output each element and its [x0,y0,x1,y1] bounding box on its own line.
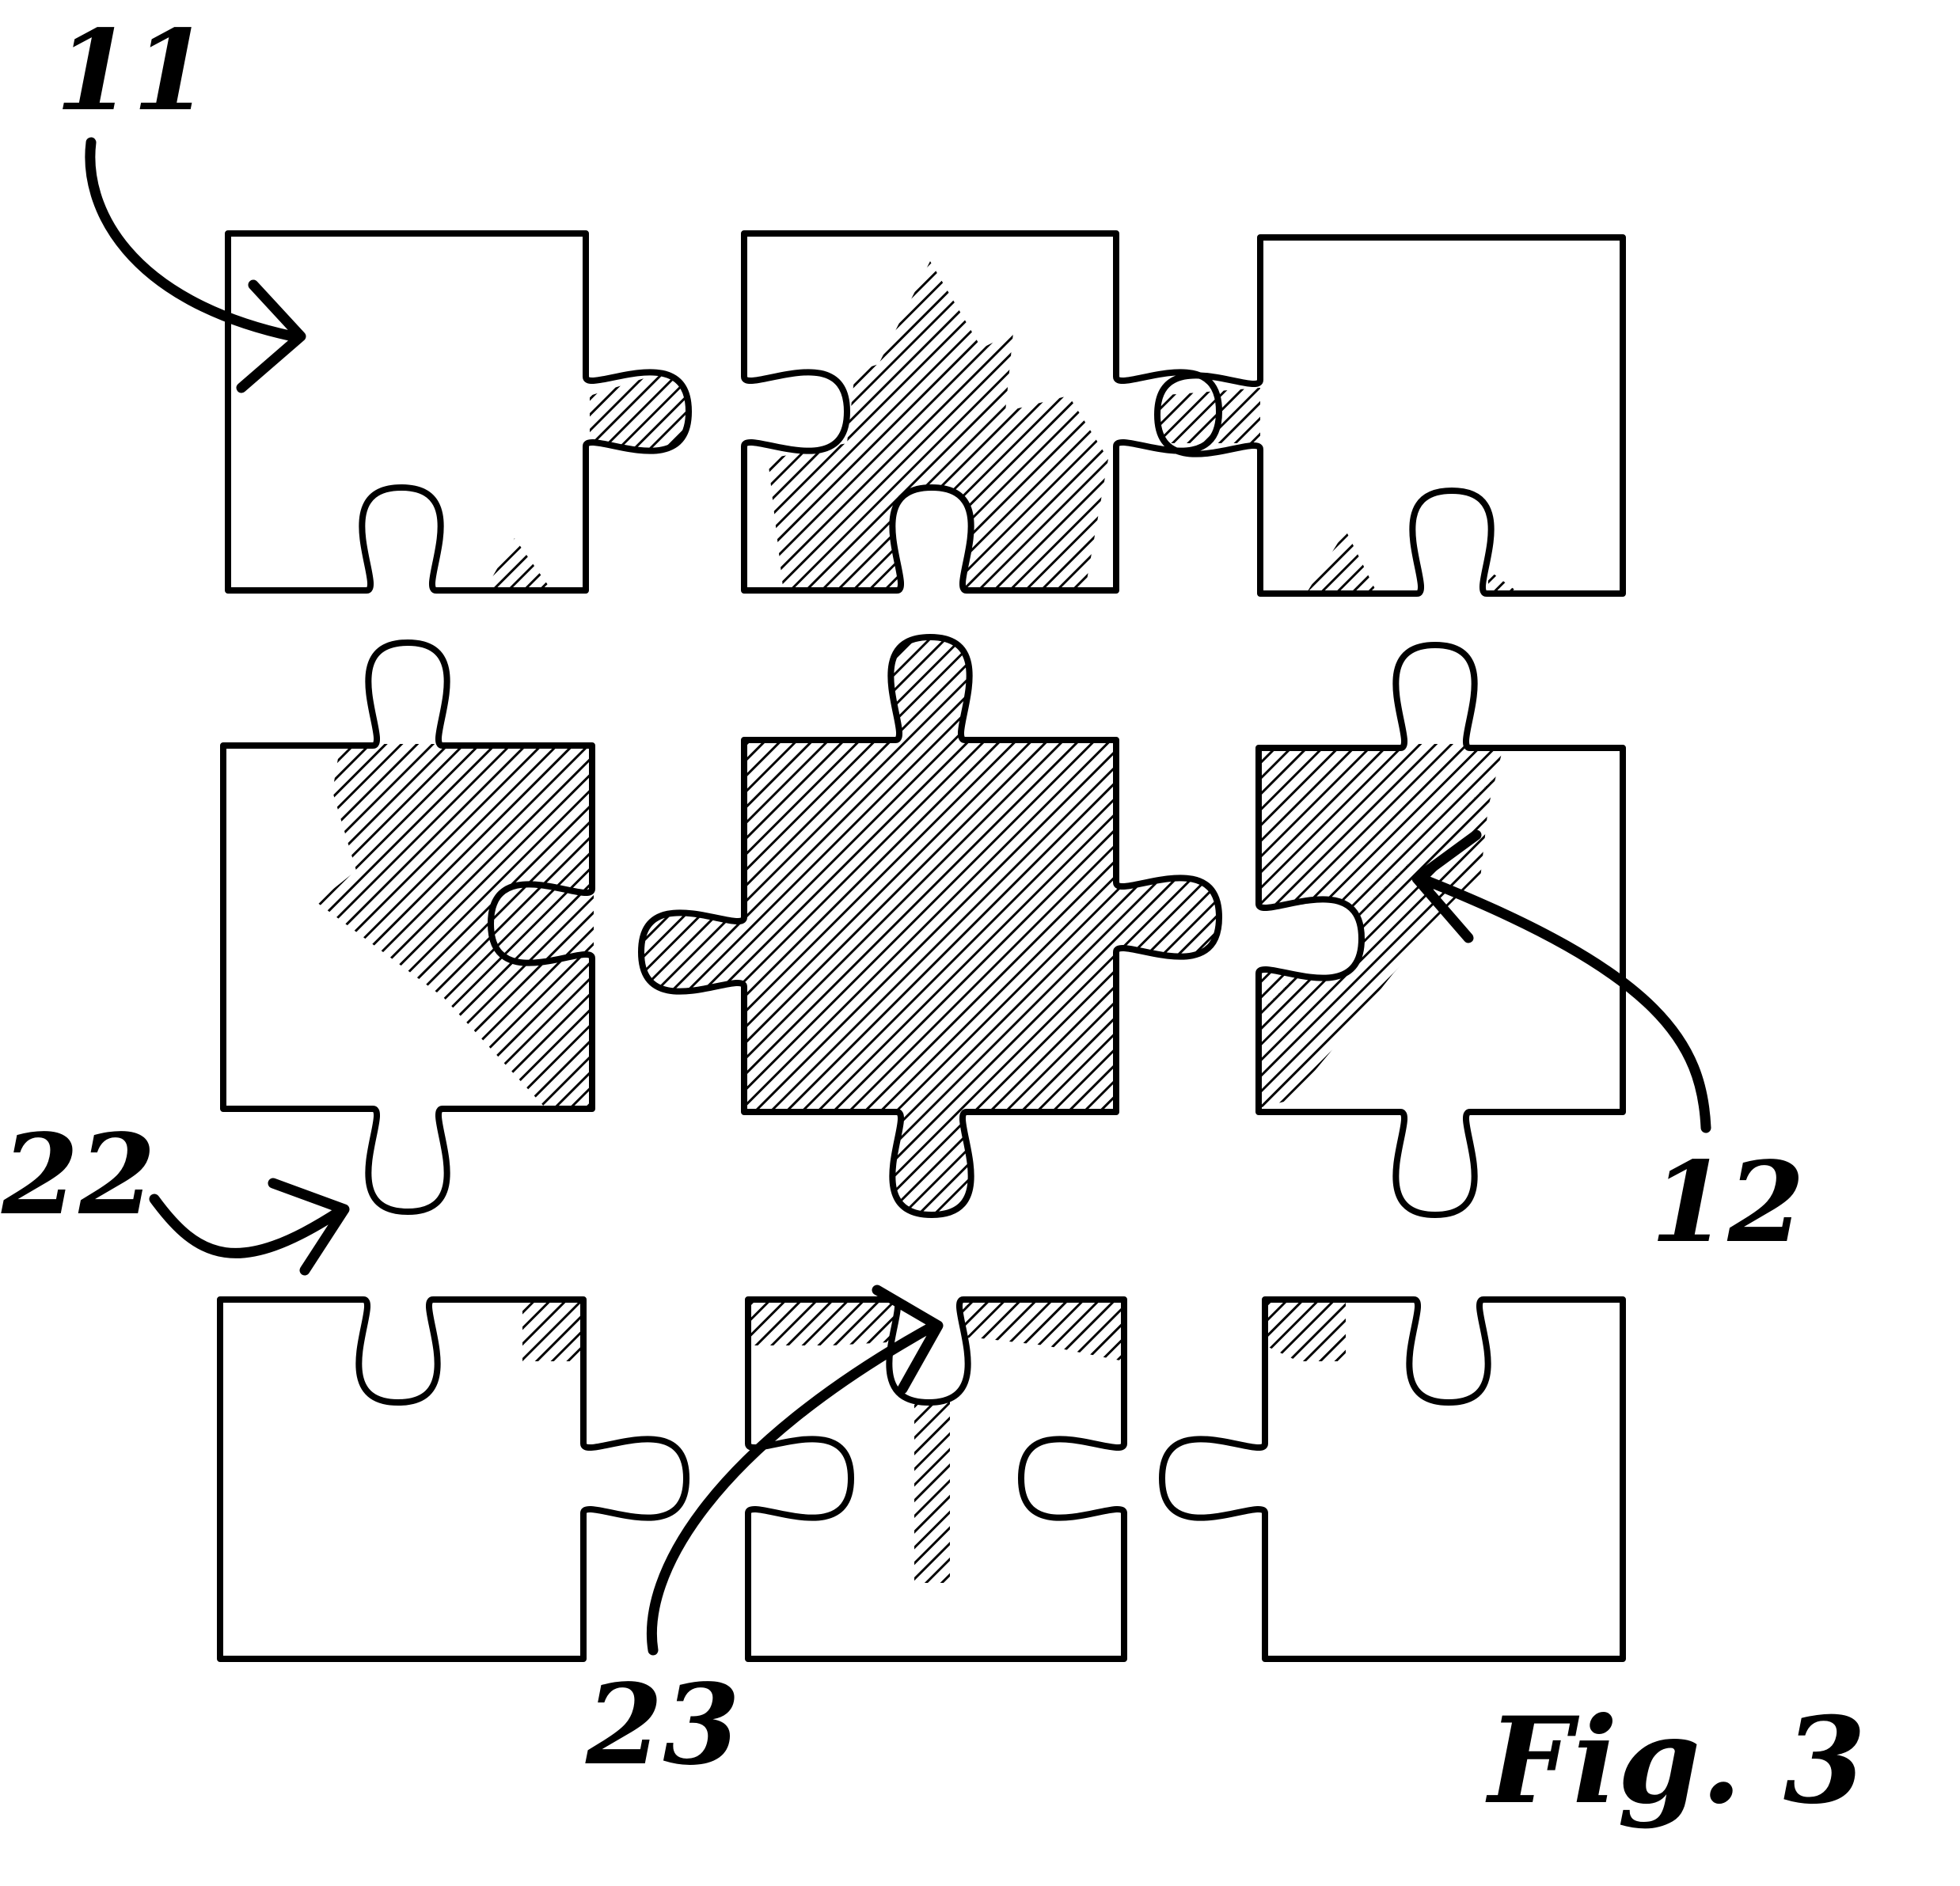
figure-caption: Fig. 3 [1488,1691,1867,1831]
hatched-region-top-middle [768,261,1108,590]
puzzle-piece-top-middle [741,230,1222,594]
puzzle-piece-bottom-left [217,1296,689,1662]
leader-arrow-23 [646,1285,944,1656]
puzzle-piece-bottom-right [1159,1296,1626,1662]
leader-arrow-22 [149,1178,350,1276]
puzzle-piece-top-right [1154,234,1626,597]
reference-numeral-22: 22 [2,1110,156,1240]
puzzle-piece-middle-left [220,639,595,1215]
reference-numeral-23: 23 [586,1660,740,1790]
puzzle-piece-top-left [225,230,692,594]
hatched-region-middle-left [317,744,594,1109]
puzzle-piece-middle-right [1255,642,1626,1218]
puzzle-piece-center [638,634,1222,1218]
hatched-region-bottom-right [1265,1300,1346,1361]
hatched-region-bottom-left [522,1300,583,1361]
hatched-region-top-right [1157,388,1520,594]
leader-arrow-12 [1411,829,1711,1133]
leader-arrow-11 [85,137,306,393]
hatched-region-center [641,637,1219,1215]
reference-numeral-12: 12 [1650,1138,1805,1268]
reference-numeral-11: 11 [55,6,210,136]
hatched-region-middle-right [1259,744,1504,1108]
puzzle-piece-bottom-middle [745,1296,1127,1662]
